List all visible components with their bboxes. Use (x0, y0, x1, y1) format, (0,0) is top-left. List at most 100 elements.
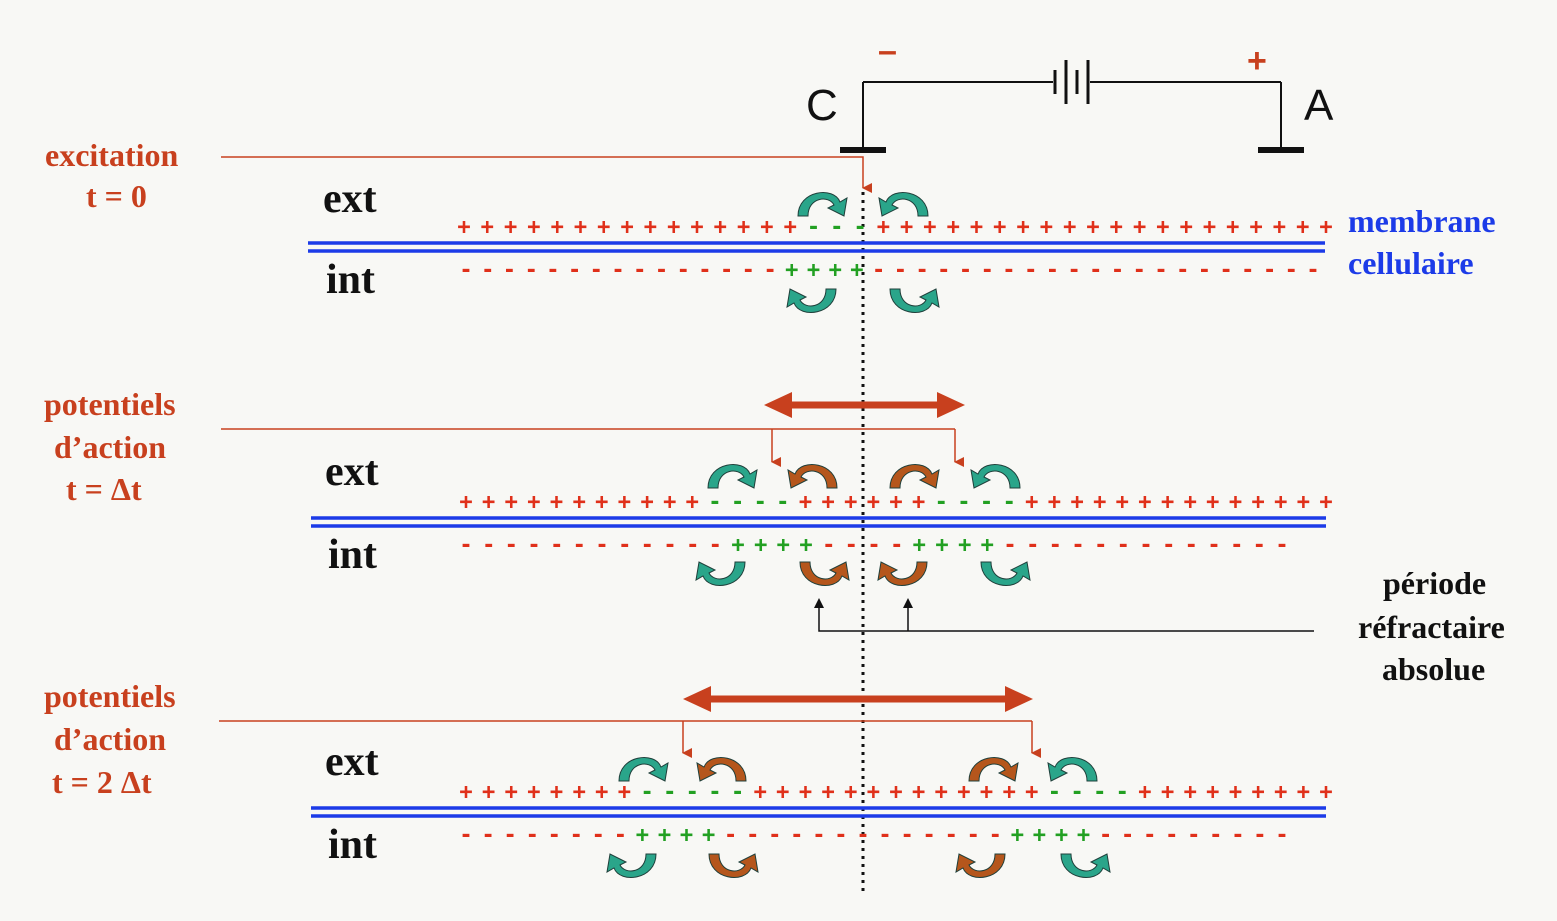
minus-charge: - (922, 823, 935, 848)
curved-arrow-teal-icon (1047, 757, 1098, 782)
plus-charge: + (1184, 780, 1197, 805)
label-pa2-line2: d’action (54, 721, 166, 757)
curved-arrow-brown-icon (696, 757, 747, 782)
minus-charge: - (945, 823, 958, 848)
plus-charge: + (1040, 215, 1053, 240)
plus-charge: + (1093, 490, 1106, 515)
minus-charge: - (856, 823, 869, 848)
membrane-1 (308, 241, 1325, 253)
curved-arrow-brown-icon (708, 853, 759, 878)
plus-charge: + (784, 215, 797, 240)
plus-charge: + (844, 780, 857, 805)
minus-charge: - (872, 258, 885, 283)
minus-charge: - (527, 533, 540, 558)
minus-charge: - (1099, 823, 1112, 848)
plus-charge: + (1025, 780, 1038, 805)
leader-excitation (221, 156, 872, 193)
plus-charge: + (1086, 215, 1099, 240)
minus-charge: - (482, 533, 495, 558)
minus-charge: - (505, 533, 518, 558)
plus-charge: + (1274, 490, 1287, 515)
plus-charge: + (1025, 490, 1038, 515)
label-int-1: int (326, 257, 375, 303)
minus-charge: - (754, 490, 767, 515)
plus-charge: + (482, 780, 495, 805)
plus-charge: + (573, 780, 586, 805)
curved-arrow-teal-icon (980, 561, 1031, 586)
minus-charge: - (878, 823, 891, 848)
minus-charge: - (1116, 780, 1129, 805)
plus-charge: + (923, 215, 936, 240)
plus-charge: + (595, 780, 608, 805)
plus-charge: + (1226, 215, 1239, 240)
plus-charge: + (754, 780, 767, 805)
plus-charge: + (947, 215, 960, 240)
minus-charge: - (989, 823, 1002, 848)
minus-charge: - (1165, 823, 1178, 848)
plus-charge: + (935, 780, 948, 805)
plus-charge: + (505, 490, 518, 515)
curved-arrow-teal-icon (606, 853, 657, 878)
minus-charge: - (708, 780, 721, 805)
minus-charge: - (568, 258, 581, 283)
plus-charge: + (889, 490, 902, 515)
minus-charge: - (641, 533, 654, 558)
minus-charge: - (686, 533, 699, 558)
minus-charge: - (768, 823, 781, 848)
plus-charge: + (690, 215, 703, 240)
plus-charge: + (850, 258, 863, 283)
minus-charge: - (1176, 258, 1189, 283)
plus-charge: + (636, 823, 649, 848)
minus-charge: - (1187, 823, 1200, 848)
plus-charge: + (1077, 823, 1090, 848)
label-ext-2: ext (325, 449, 379, 495)
plus-charge: + (1273, 215, 1286, 240)
plus-charge: + (1110, 215, 1123, 240)
electrode-c-label: C (806, 81, 838, 130)
minus-charge: - (1139, 533, 1152, 558)
charge-row-2-exterior: +++++++++++----++++++----++++++++++++++ (459, 490, 1332, 515)
minus-charge: - (698, 258, 711, 283)
plus-charge: + (760, 215, 773, 240)
minus-charge: - (708, 490, 721, 515)
plus-charge: + (618, 780, 631, 805)
plus-charge: + (877, 215, 890, 240)
minus-charge: - (640, 780, 653, 805)
propagation-arrow-2 (683, 686, 1033, 712)
minus-charge: - (686, 780, 699, 805)
minus-charge: - (618, 533, 631, 558)
minus-charge: - (525, 258, 538, 283)
minus-charge: - (503, 258, 516, 283)
minus-charge: - (981, 258, 994, 283)
minus-charge: - (1111, 258, 1124, 283)
membrane-3 (311, 806, 1326, 818)
plus-charge: + (754, 533, 767, 558)
plus-charge: + (1180, 215, 1193, 240)
plus-charge: + (1229, 490, 1242, 515)
label-pa1-line2: d’action (54, 429, 166, 465)
minus-charge: - (1231, 823, 1244, 848)
minus-charge: - (894, 258, 907, 283)
label-int-2: int (328, 532, 377, 578)
plus-charge: + (504, 215, 517, 240)
minus-charge: - (731, 780, 744, 805)
minus-charge: - (1207, 533, 1220, 558)
curved-arrow-teal-icon (797, 192, 848, 217)
charge-row-1-exterior: +++++++++++++++---++++++++++++++++++++ (457, 215, 1332, 240)
minus-charge: - (526, 823, 539, 848)
minus-charge: - (459, 823, 472, 848)
label-excitation: excitation (45, 137, 179, 173)
plus-charge: + (900, 215, 913, 240)
label-ext-1: ext (323, 176, 377, 222)
minus-charge: - (731, 490, 744, 515)
plus-charge: + (1063, 215, 1076, 240)
curved-arrow-teal-icon (889, 288, 940, 313)
plus-charge: + (1251, 490, 1264, 515)
curved-arrow-brown-icon (955, 853, 1006, 878)
curved-arrow-brown-icon (787, 464, 838, 489)
plus-charge: + (1319, 215, 1332, 240)
charge-row-3-interior: --------++++-------------++++--------- (459, 823, 1288, 848)
plus-charge: + (799, 533, 812, 558)
minus-charge: - (481, 823, 494, 848)
